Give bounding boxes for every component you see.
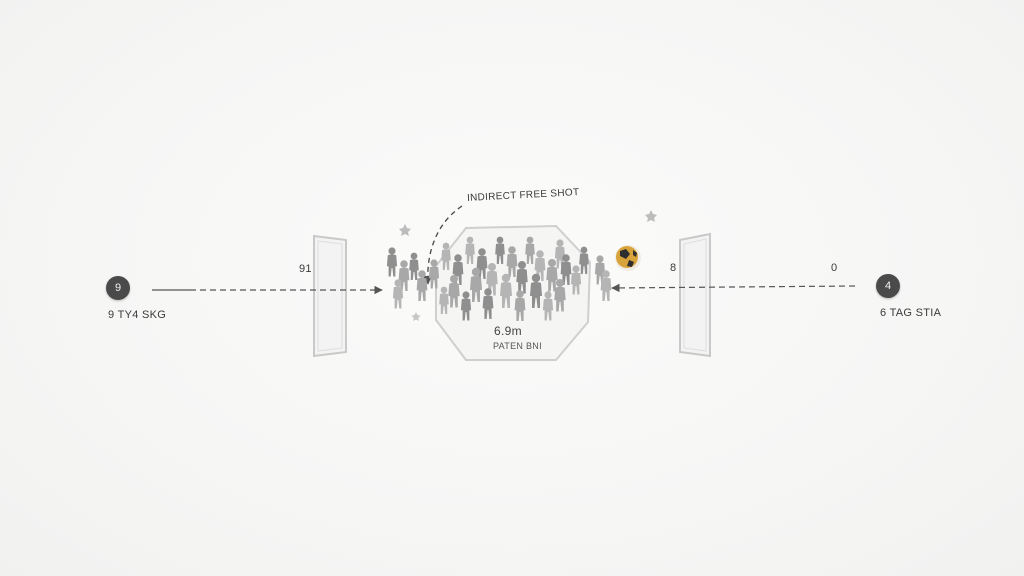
left-player-badge: 9	[106, 276, 130, 300]
player-icon	[409, 252, 419, 280]
right-marker-far: 0	[831, 262, 838, 274]
right-goal-icon	[679, 232, 711, 358]
star-icon	[411, 312, 421, 321]
center-distance: 6.9m	[494, 324, 522, 338]
center-sublabel: PATEN BNI	[493, 341, 542, 351]
player-icon	[386, 247, 398, 277]
left-player-caption: 9 TY4 SKG	[108, 309, 167, 321]
star-icon	[399, 224, 411, 236]
right-marker-near: 8	[670, 262, 677, 274]
right-dashed-arrow	[611, 283, 856, 293]
left-marker-label: 91	[299, 263, 312, 275]
ball-icon	[615, 245, 641, 271]
right-player-badge: 4	[876, 274, 900, 298]
star-icon	[645, 210, 657, 222]
player-icon	[398, 260, 410, 291]
player-icon	[416, 270, 428, 301]
right-player-caption: 6 TAG STIA	[880, 307, 942, 319]
left-goal-icon	[313, 234, 347, 358]
